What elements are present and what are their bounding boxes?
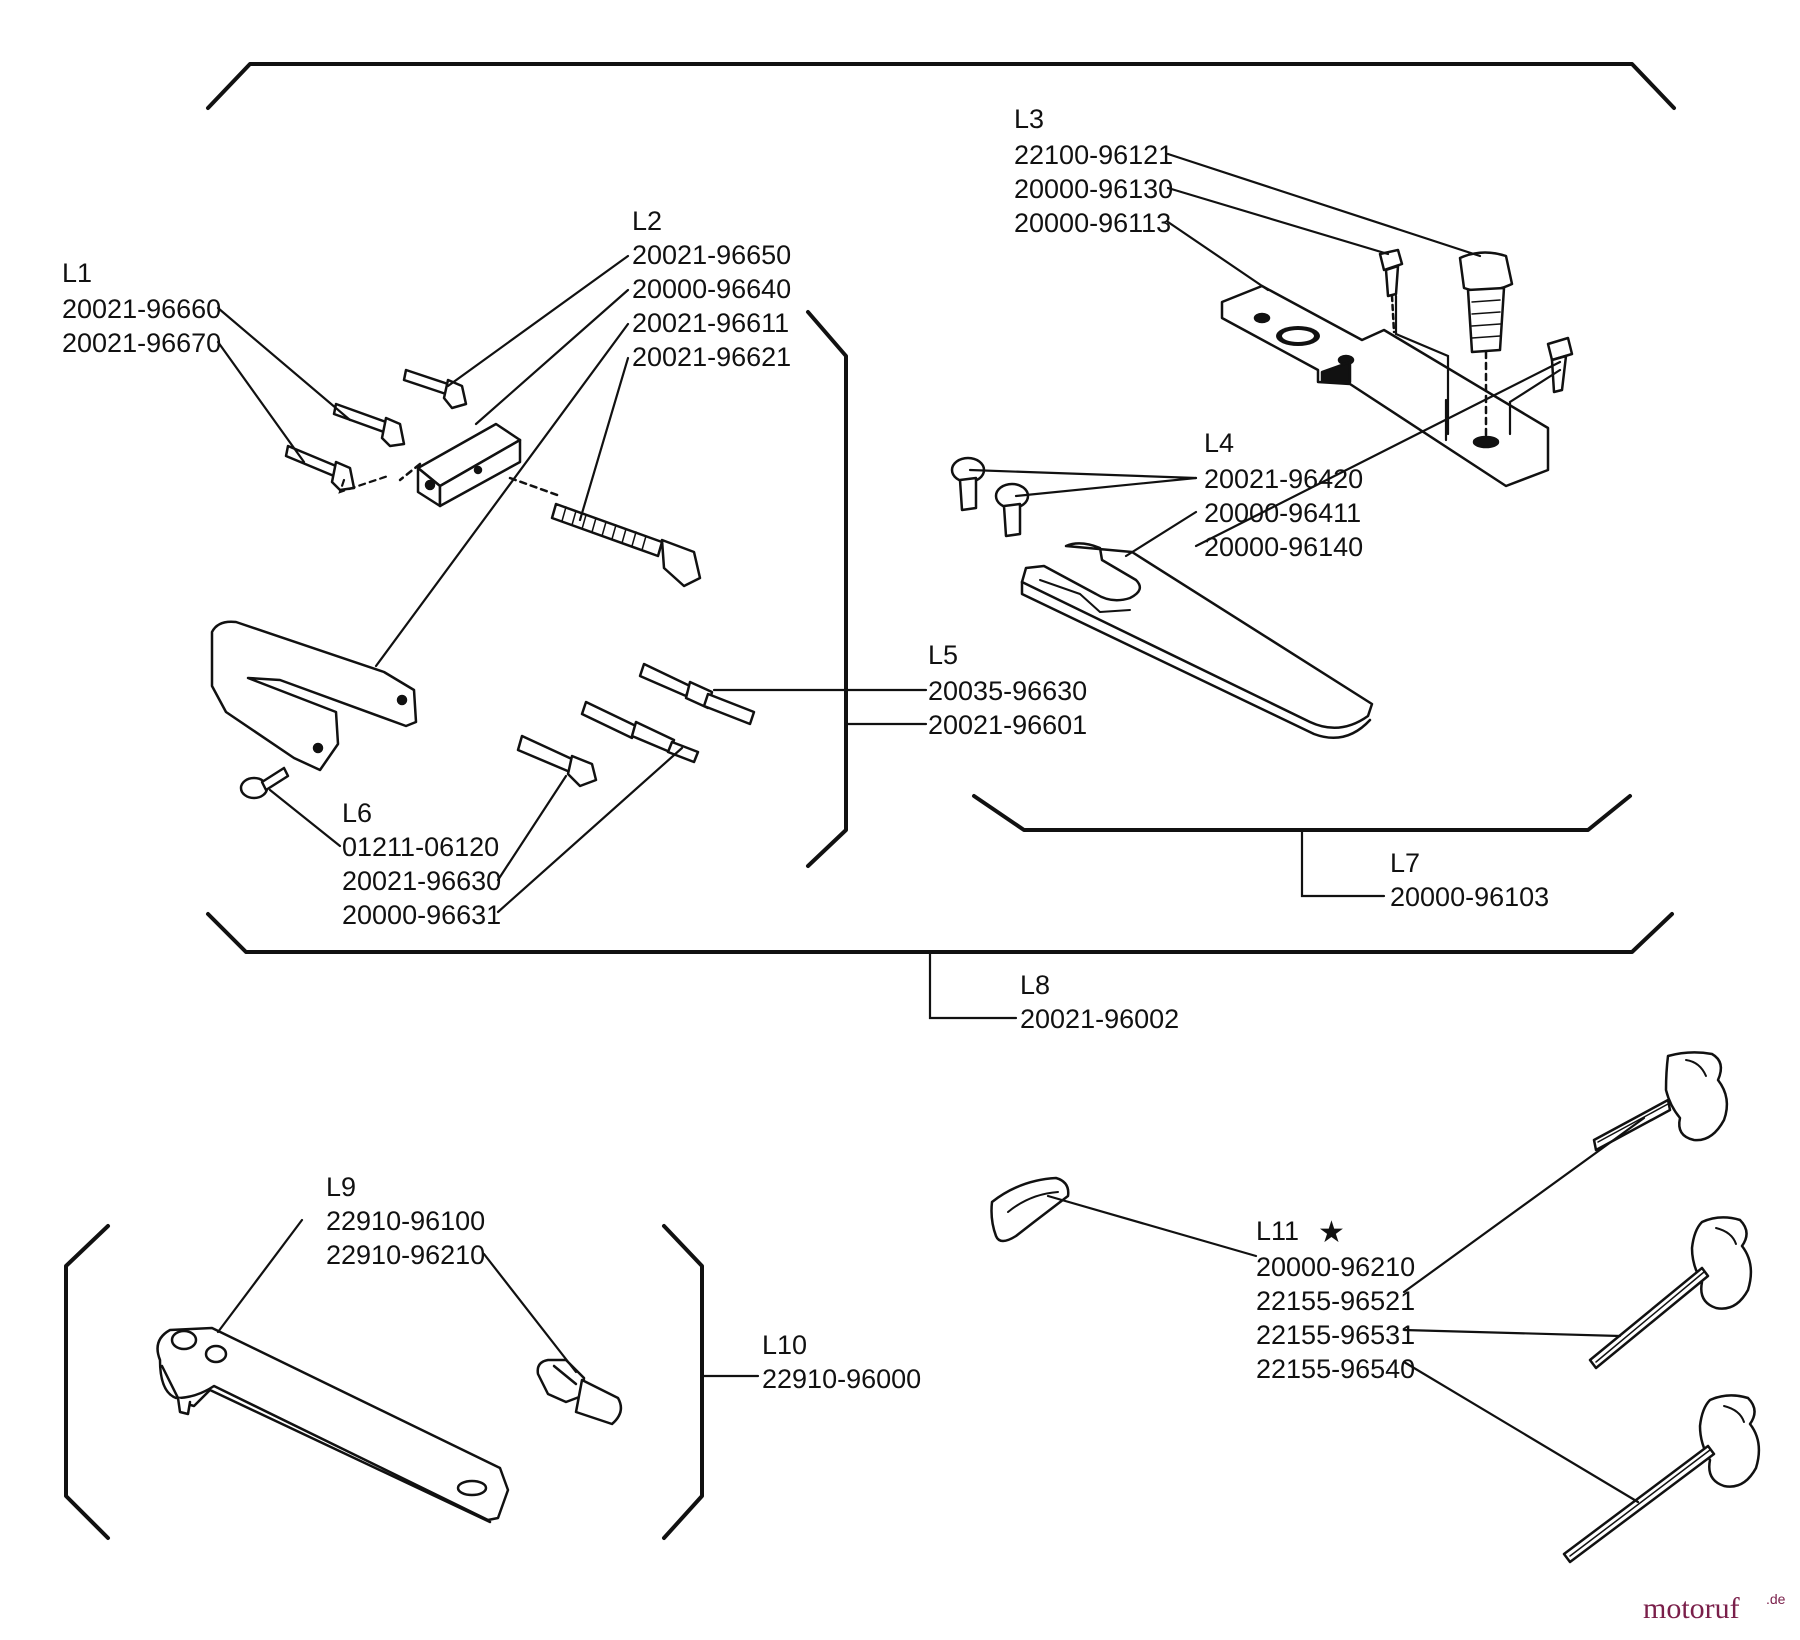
l1-stud-lower [284, 444, 356, 492]
l3-screw-axis [1390, 294, 1396, 334]
star-icon: ★ [1318, 1216, 1345, 1249]
part-number: 20021-96611 [632, 308, 789, 338]
part-number: 20021-96420 [1204, 464, 1363, 494]
part-number: 20000-96631 [342, 900, 501, 930]
part-number: 22910-96100 [326, 1206, 485, 1236]
l8-bracket-bottom [206, 912, 1674, 954]
watermark-tld: .de [1766, 1591, 1786, 1607]
l9-adapter [536, 1358, 623, 1426]
l8-bracket-top [206, 62, 1676, 110]
part-number: 20021-96650 [632, 240, 791, 270]
l2-stud [402, 368, 468, 410]
group-id-l5: L5 [928, 640, 958, 670]
part-number: 22155-96540 [1256, 1354, 1415, 1384]
group-id-l11: L11 [1256, 1216, 1299, 1246]
group-id-l1: L1 [62, 258, 92, 288]
part-number: 20021-96621 [632, 342, 791, 372]
part-number: 22155-96521 [1256, 1286, 1415, 1316]
l4-wrench-plate [1020, 542, 1374, 740]
part-number: 20021-96002 [1020, 1004, 1179, 1034]
part-number: 20000-96640 [632, 274, 791, 304]
l7-bracket [972, 794, 1632, 832]
l2-bolt-axis [508, 476, 562, 498]
group-brackets [64, 62, 1676, 1540]
l2-strap [210, 620, 418, 772]
l11-t-handle-2 [1588, 1216, 1753, 1370]
part-number: 22910-96000 [762, 1364, 921, 1394]
leader-lines [216, 152, 1646, 1504]
part-number: 20000-96113 [1014, 208, 1171, 238]
part-number: 20000-96103 [1390, 882, 1549, 912]
group-id-l3: L3 [1014, 104, 1044, 134]
l2-assembly-line [398, 462, 422, 482]
l10-bracket-right [662, 1224, 704, 1540]
part-number: 20000-96210 [1256, 1252, 1415, 1282]
watermark-brand: motoruf [1643, 1592, 1740, 1625]
group-id-l4: L4 [1204, 428, 1234, 458]
part-number: 20000-96140 [1204, 532, 1363, 562]
group-id-l2: L2 [632, 206, 662, 236]
l5-pin-upper [638, 662, 756, 726]
group-id-l8: L8 [1020, 970, 1050, 1000]
l6-pin [516, 734, 598, 788]
l3-plate [1220, 284, 1550, 488]
part-number: 22155-96531 [1256, 1320, 1415, 1350]
motoruf-logo: motoruf .de [1643, 1591, 1786, 1625]
l2-threaded-bolt [550, 502, 702, 588]
l6-screw [239, 766, 290, 800]
l4-bolt-1 [950, 456, 986, 512]
part-number: 20021-96601 [928, 710, 1087, 740]
l5-bracket [806, 310, 848, 868]
l9-wrench [156, 1326, 510, 1524]
group-id-l9: L9 [326, 1172, 356, 1202]
part-number: 20021-96660 [62, 294, 221, 324]
part-number: 20000-96130 [1014, 174, 1173, 204]
l1-stud-upper [332, 402, 406, 448]
part-number: 20000-96411 [1204, 498, 1361, 528]
group-id-l7: L7 [1390, 848, 1420, 878]
l10-bracket-left [64, 1224, 110, 1540]
part-number: 22100-96121 [1014, 140, 1173, 170]
part-number: 22910-96210 [326, 1240, 485, 1270]
l3-right-screw [1546, 336, 1574, 394]
callout-labels: L1 20021-96660 20021-96670 L2 20021-9665… [62, 104, 1549, 1394]
l3-small-screw [1378, 248, 1404, 298]
l4-bolt-2 [994, 482, 1030, 538]
l11-t-handle-3 [1562, 1394, 1761, 1564]
group-id-l10: L10 [762, 1330, 807, 1360]
group-id-l6: L6 [342, 798, 372, 828]
part-number: 20021-96630 [342, 866, 501, 896]
l11-curved-tool [990, 1176, 1070, 1243]
l11-t-handle-1 [1592, 1051, 1729, 1152]
l5-pin-lower [580, 700, 700, 764]
part-number: 20035-96630 [928, 676, 1087, 706]
l3-big-bolt [1458, 251, 1514, 354]
l2-block [416, 422, 522, 508]
part-number: 01211-06120 [342, 832, 499, 862]
part-number: 20021-96670 [62, 328, 221, 358]
